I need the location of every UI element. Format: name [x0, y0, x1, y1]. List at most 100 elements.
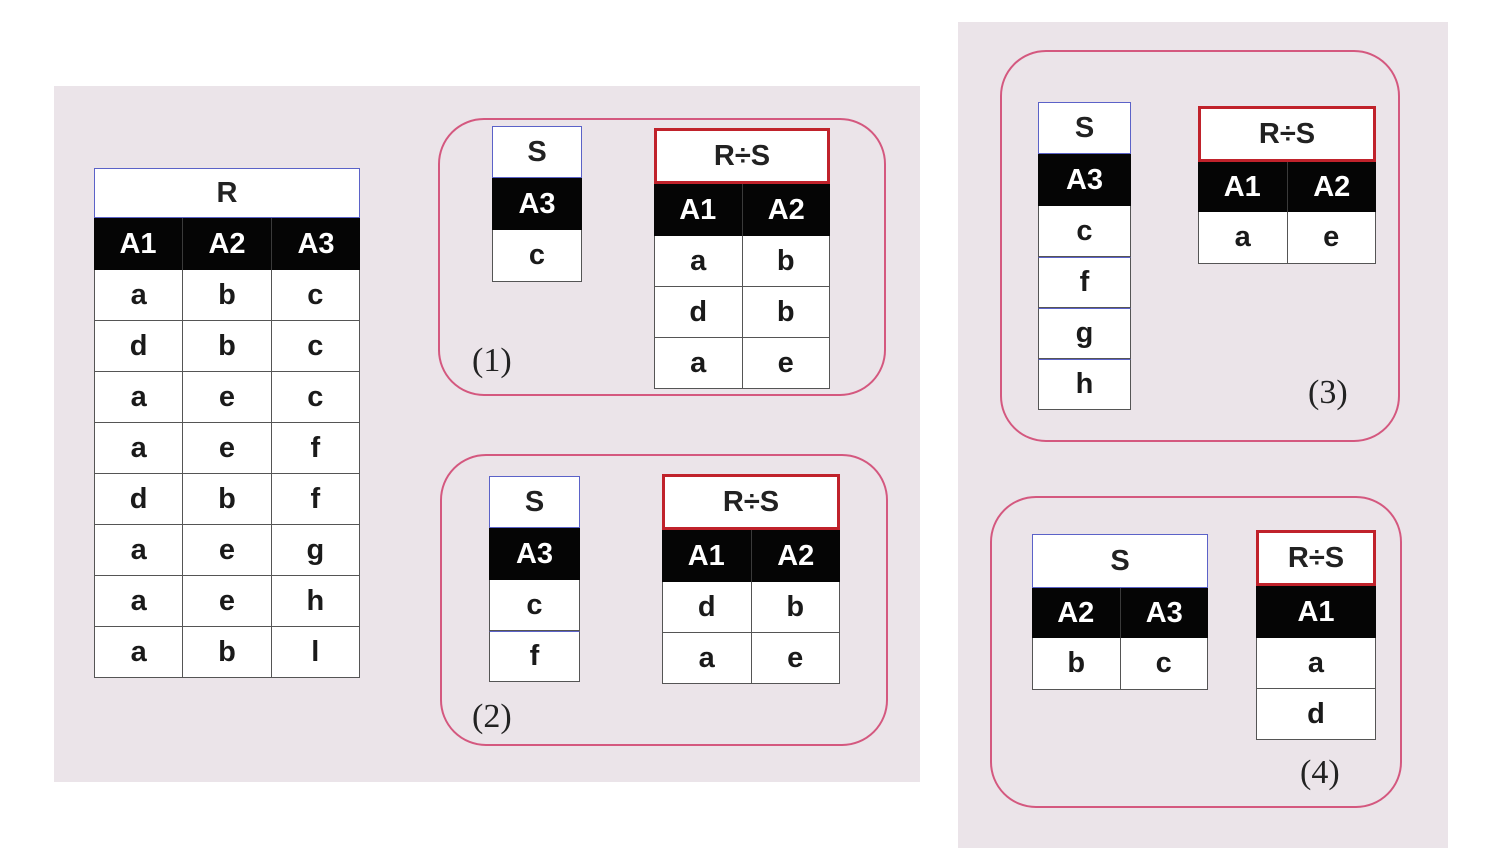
table-cell: c	[1076, 214, 1093, 247]
column-header: A3	[518, 187, 556, 220]
table-cell: e	[787, 641, 804, 674]
result-table-header: A1 A2	[1198, 162, 1376, 212]
result-table-title: R÷S	[662, 474, 840, 530]
example-2-s-table: S A3 c f	[489, 476, 580, 682]
table-row: g	[1038, 308, 1131, 359]
table-row: d b	[662, 582, 840, 633]
table-cell: d	[1307, 697, 1325, 730]
table-r-header: A1 A2 A3	[94, 218, 360, 270]
table-cell: g	[306, 533, 325, 566]
example-group-2	[440, 454, 888, 746]
example-label: (1)	[472, 342, 512, 379]
example-group-4	[990, 496, 1402, 808]
column-header: A2	[183, 218, 272, 270]
table-row: a b	[654, 236, 830, 287]
table-cell: c	[526, 588, 543, 621]
column-header: A1	[94, 218, 183, 270]
s-table-title: S	[492, 126, 582, 178]
table-row: a e h	[94, 576, 360, 627]
result-table-title: R÷S	[1198, 106, 1376, 162]
column-header: A3	[1065, 163, 1104, 196]
example-3-result-table: R÷S A1 A2 a e	[1198, 106, 1376, 264]
table-row: a e c	[94, 372, 360, 423]
table-row: a	[1256, 638, 1376, 689]
table-row: h	[1038, 359, 1131, 410]
table-cell: b	[776, 295, 795, 328]
table-row: a b l	[94, 627, 360, 678]
table-row: f	[489, 631, 580, 682]
table-cell: b	[1033, 638, 1121, 689]
table-cell: a	[663, 633, 752, 683]
column-header: A3	[515, 537, 554, 570]
table-cell: a	[95, 576, 184, 626]
example-1-s-table: S A3 c	[492, 126, 582, 282]
table-cell: b	[183, 474, 272, 524]
column-header: A1	[662, 530, 752, 582]
s-table-title: S	[489, 476, 580, 528]
s-table-header: A2 A3	[1032, 588, 1208, 638]
table-cell: a	[655, 338, 743, 388]
table-cell: a	[1307, 646, 1325, 679]
example-group-1	[438, 118, 886, 396]
table-cell: d	[655, 287, 743, 337]
table-row: a e	[1198, 212, 1376, 264]
table-row: d	[1256, 689, 1376, 740]
example-group-3	[1000, 50, 1400, 442]
example-4-result-table: R÷S A1 a d	[1256, 530, 1376, 740]
table-row: a e g	[94, 525, 360, 576]
table-row: a b c	[94, 270, 360, 321]
table-cell: c	[528, 239, 546, 271]
s-table-header: A3	[489, 528, 580, 580]
table-cell: l	[311, 635, 320, 668]
column-header: A3	[1145, 596, 1183, 629]
table-row: a e	[662, 633, 840, 684]
left-panel: R A1 A2 A3 a b c d b c a e c a e f d b	[54, 86, 920, 782]
table-cell: f	[310, 482, 321, 515]
table-row: d b	[654, 287, 830, 338]
table-cell: a	[1199, 212, 1288, 263]
table-cell: h	[306, 584, 325, 617]
table-cell: d	[95, 474, 184, 524]
table-cell: g	[1075, 317, 1094, 349]
table-cell: f	[1079, 266, 1090, 298]
table-cell: a	[95, 372, 184, 422]
column-header: A3	[297, 227, 335, 260]
table-cell: e	[777, 346, 794, 379]
table-cell: a	[95, 627, 184, 677]
table-cell: c	[307, 380, 324, 413]
result-table-title: R÷S	[654, 128, 830, 184]
table-row: a e f	[94, 423, 360, 474]
table-row: c	[489, 580, 580, 631]
example-2-result-table: R÷S A1 A2 d b a e	[662, 474, 840, 684]
table-cell: b	[183, 270, 272, 320]
result-table-header: A1 A2	[662, 530, 840, 582]
table-row: d b c	[94, 321, 360, 372]
column-header: A1	[1297, 595, 1335, 628]
column-header: A2	[1313, 170, 1351, 203]
table-cell: b	[776, 244, 795, 277]
column-header: A2	[1032, 588, 1121, 638]
example-3-s-table: S A3 c f g h	[1038, 102, 1131, 410]
table-cell: a	[95, 525, 184, 575]
table-cell: b	[183, 627, 272, 677]
table-cell: c	[307, 278, 324, 311]
table-row: d b f	[94, 474, 360, 525]
table-cell: d	[95, 321, 184, 371]
example-label: (4)	[1300, 754, 1340, 791]
result-table-title: R÷S	[1256, 530, 1376, 586]
table-cell: a	[95, 270, 184, 320]
s-table-header: A3	[1038, 154, 1131, 206]
column-header: A2	[767, 193, 805, 226]
s-table-title: S	[1038, 102, 1131, 154]
example-4-s-table: S A2 A3 b c	[1032, 534, 1208, 690]
table-row: b c	[1032, 638, 1208, 690]
result-table-header: A1 A2	[654, 184, 830, 236]
table-cell: c	[1155, 647, 1172, 679]
s-table-title: S	[1032, 534, 1208, 588]
table-cell: b	[183, 321, 272, 371]
table-cell: f	[529, 640, 540, 672]
column-header: A1	[654, 184, 743, 236]
table-cell: e	[183, 576, 272, 626]
column-header: A2	[777, 539, 815, 572]
table-cell: a	[655, 236, 743, 286]
